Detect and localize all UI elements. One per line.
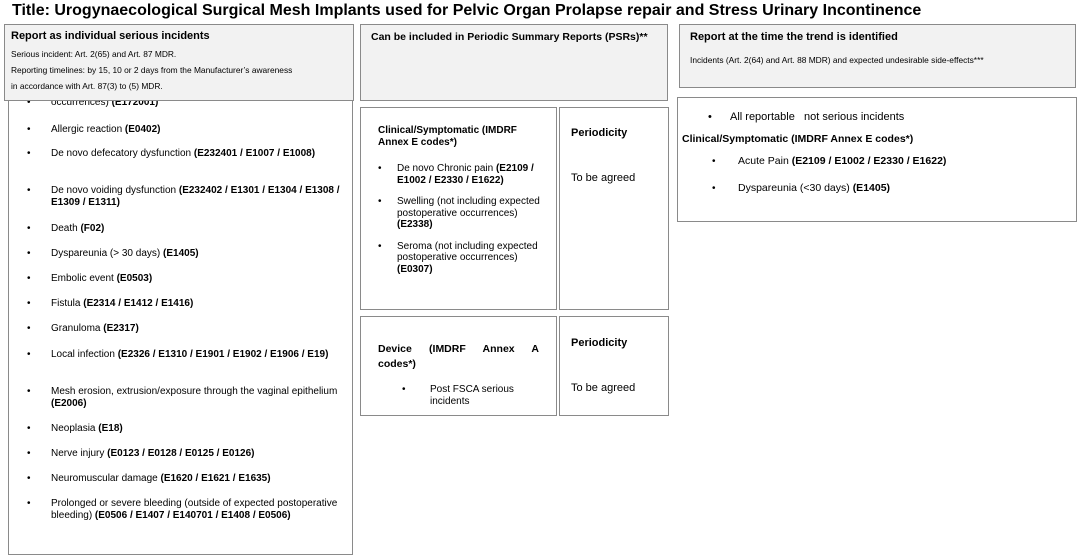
list-item: Granuloma (E2317) (27, 323, 341, 335)
psr-clinical-box: Clinical/Symptomatic (IMDRF Annex E code… (360, 107, 557, 310)
header-line: Serious incident: Art. 2(65) and Art. 87… (11, 49, 177, 59)
periodicity-label: Periodicity (571, 127, 628, 139)
section-heading: Device (IMDRF Annex A (378, 343, 539, 355)
list-item: Prolonged or severe bleeding (outside of… (27, 498, 341, 521)
trend-clinical-items: Acute Pain (E2109 / E1002 / E2330 / E162… (682, 155, 1072, 195)
list-item: Neoplasia (E18) (27, 423, 341, 435)
trend-header: Report at the time the trend is identifi… (679, 24, 1076, 88)
psr-device-items: Post FSCA serious incidents (378, 384, 539, 407)
periodicity-value: To be agreed (571, 172, 636, 184)
list-item: De novo Chronic pain (E2109 / E1002 / E2… (378, 163, 546, 186)
list-item: Death (F02) (27, 223, 341, 235)
header-line: Incidents (Art. 2(64) and Art. 88 MDR) a… (690, 55, 984, 65)
section-heading: Clinical/Symptomatic (IMDRF Annex E code… (682, 133, 914, 145)
list-item: Mesh erosion, extrusion/exposure through… (27, 386, 341, 409)
list-item: Nerve injury (E0123 / E0128 / E0125 / E0… (27, 448, 341, 460)
list-item: occurrences) (E172001) (27, 97, 341, 109)
list-item: Seroma (not including expected postopera… (378, 241, 546, 276)
section-heading: codes*) (378, 358, 416, 370)
list-item: All reportable not serious incidents (682, 111, 1072, 123)
header-line: in accordance with Art. 87(3) to (5) MDR… (11, 81, 163, 91)
list-item: Acute Pain (E2109 / E1002 / E2330 / E162… (682, 155, 1072, 168)
psr-clinical-periodicity: Periodicity To be agreed (559, 107, 669, 310)
psr-header: Can be included in Periodic Summary Repo… (360, 24, 668, 101)
trend-box: All reportable not serious incidents Cli… (677, 97, 1077, 222)
section-heading: Report as individual serious incidents (11, 30, 210, 42)
section-heading: Report at the time the trend is identifi… (690, 31, 898, 43)
list-item: Dyspareunia (> 30 days) (E1405) (27, 248, 341, 260)
serious-incidents-list: occurrences) (E172001) Allergic reaction… (8, 84, 353, 555)
psr-device-periodicity: Periodicity To be agreed (559, 316, 669, 416)
list-item: Local infection (E2326 / E1310 / E1901 /… (27, 349, 341, 361)
list-item: Dyspareunia (<30 days) (E1405) (682, 182, 1072, 195)
header-line: Reporting timelines: by 15, 10 or 2 days… (11, 65, 293, 75)
list-item: Post FSCA serious incidents (378, 384, 539, 407)
psr-clinical-items: De novo Chronic pain (E2109 / E1002 / E2… (378, 163, 546, 275)
section-heading: Clinical/Symptomatic (IMDRF Annex E code… (378, 125, 517, 148)
serious-incidents-header: Report as individual serious incidents S… (4, 24, 354, 101)
list-item: Allergic reaction (E0402) (27, 124, 341, 136)
list-item: De novo voiding dysfunction (E232402 / E… (27, 185, 341, 208)
list-item: Neuromuscular damage (E1620 / E1621 / E1… (27, 473, 341, 485)
psr-device-box: Device (IMDRF Annex A codes*) Post FSCA … (360, 316, 557, 416)
page-title: Title: Urogynaecological Surgical Mesh I… (12, 2, 922, 19)
periodicity-value: To be agreed (571, 382, 636, 394)
list-item: Swelling (not including expected postope… (378, 196, 546, 231)
list-item: Fistula (E2314 / E1412 / E1416) (27, 298, 341, 310)
periodicity-label: Periodicity (571, 337, 628, 349)
list-item: Embolic event (E0503) (27, 273, 341, 285)
list-item: De novo defecatory dysfunction (E232401 … (27, 148, 341, 160)
